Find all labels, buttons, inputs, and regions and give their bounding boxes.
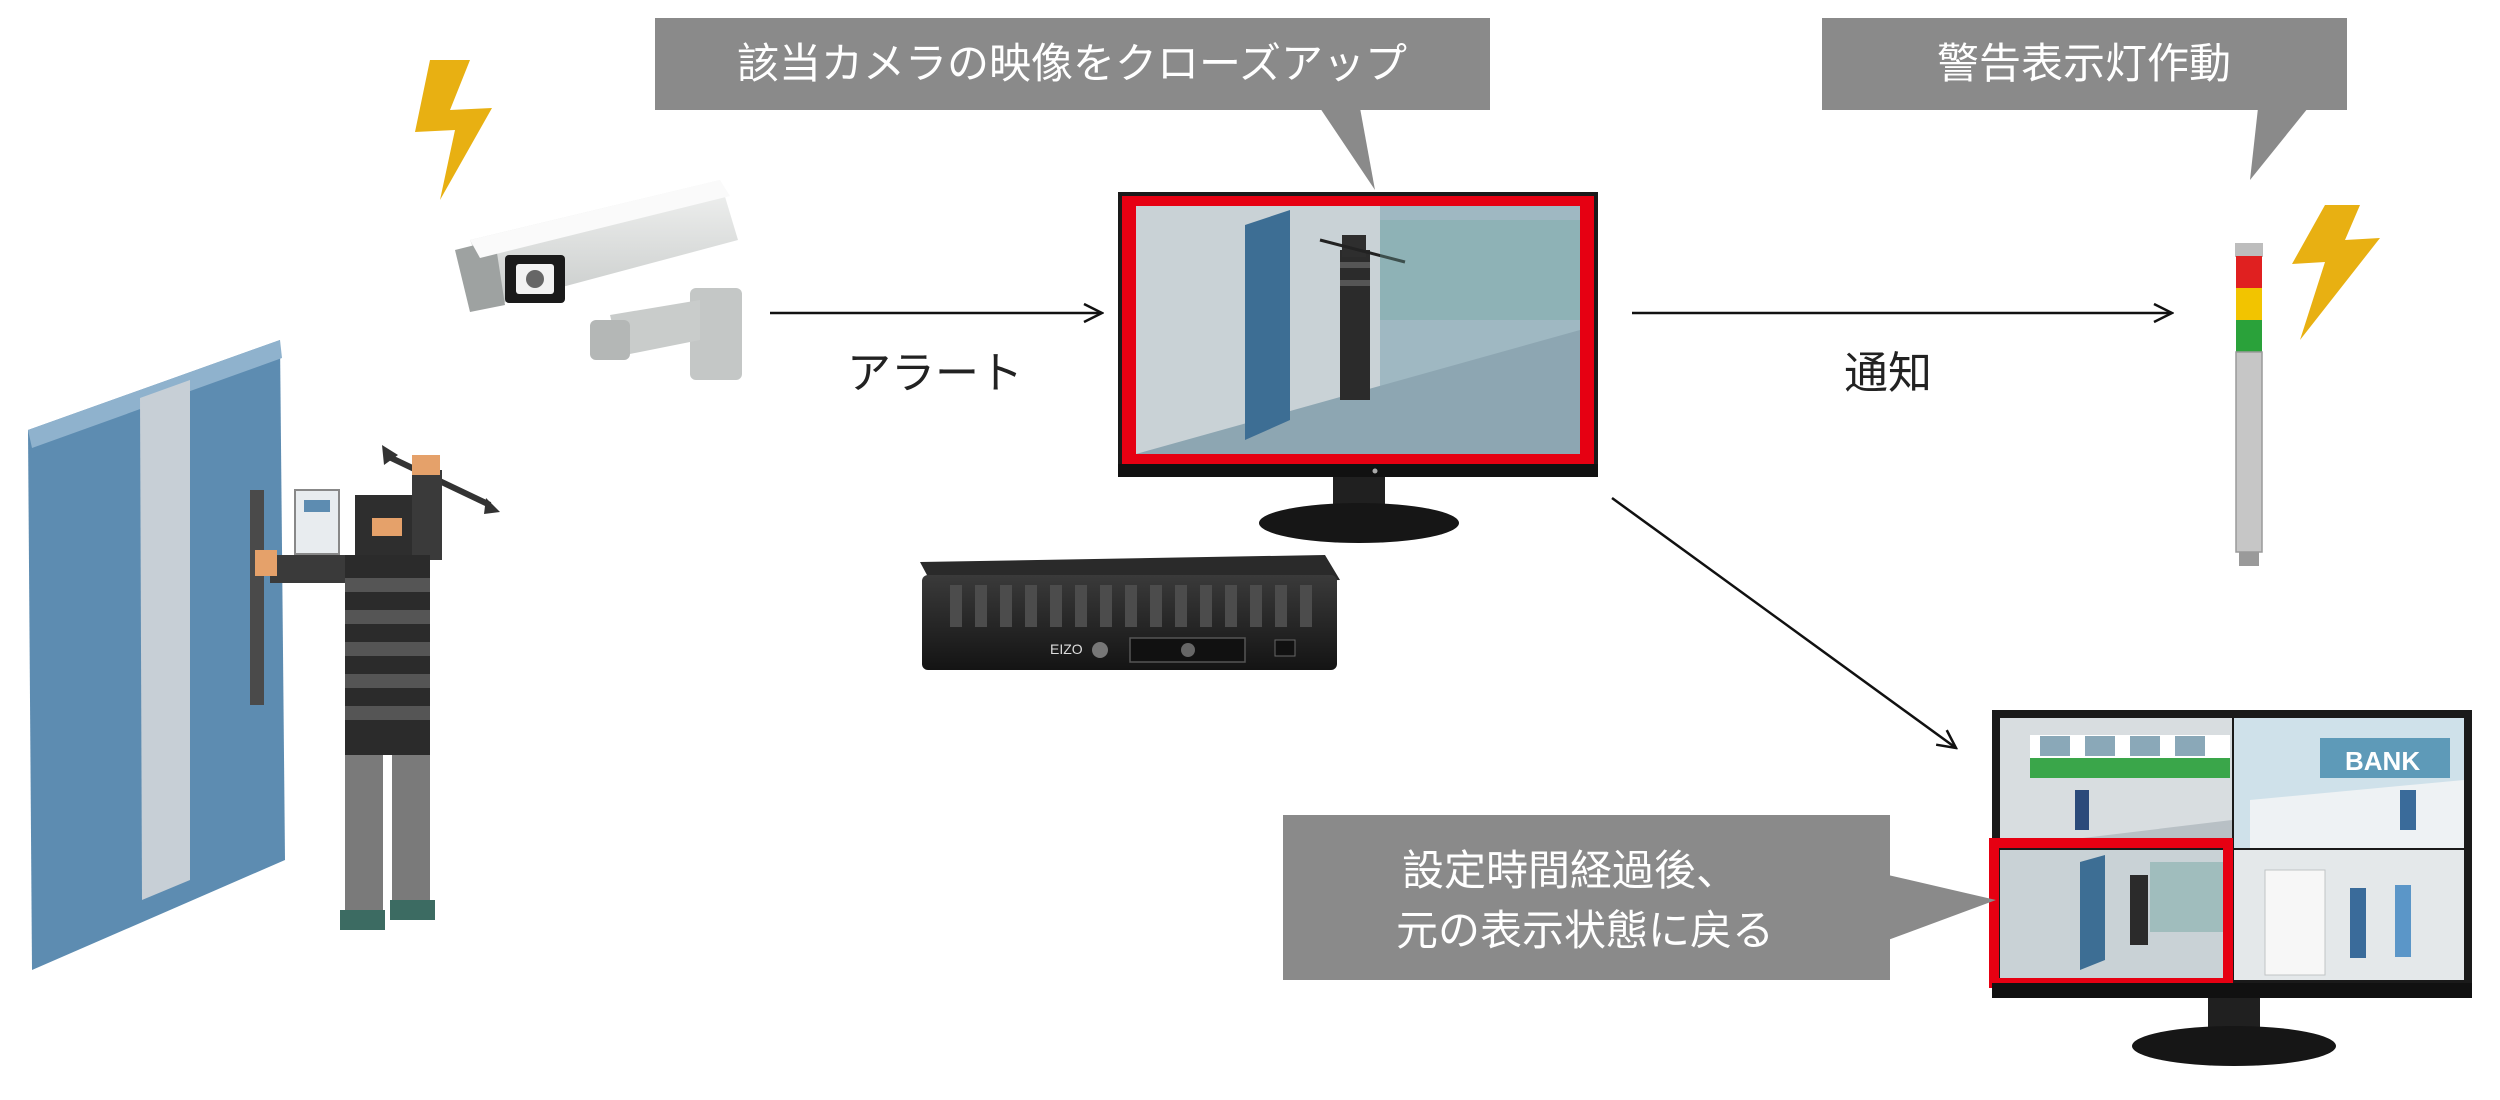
callout-warning-light: 警告表示灯作動 xyxy=(1822,18,2347,180)
lamp-red-segment xyxy=(2236,256,2262,288)
keypad-icon xyxy=(294,489,340,555)
door-handle xyxy=(250,490,264,705)
signal-tower-lamp xyxy=(2235,243,2263,566)
security-camera-icon xyxy=(455,180,742,380)
intruder-figure xyxy=(255,445,500,930)
view-bank-counter: BANK xyxy=(2234,718,2464,848)
bank-sign: BANK xyxy=(2345,746,2420,776)
callout-warning-text: 警告表示灯作動 xyxy=(1937,39,2231,88)
lamp-green-segment xyxy=(2236,320,2262,352)
callout-closeup: 該当カメラの映像をクローズアップ xyxy=(655,18,1490,190)
closeup-camera-view xyxy=(1136,206,1580,454)
lightning-icon-lamp xyxy=(2292,205,2380,340)
callout-closeup-text: 該当カメラの映像をクローズアップ xyxy=(737,39,1407,88)
revert-arrow xyxy=(1611,496,1956,748)
callout-revert-line2: 元の表示状態に戻る xyxy=(1396,906,1774,955)
view-lobby xyxy=(2234,850,2464,980)
main-monitor xyxy=(1118,192,1598,543)
callout-revert-line1: 設定時間経過後、 xyxy=(1402,846,1738,895)
view-train-platform xyxy=(2000,718,2232,848)
lamp-yellow-segment xyxy=(2236,288,2262,320)
notify-label: 通知 xyxy=(1844,348,1932,399)
door-illustration xyxy=(28,340,340,970)
edge-pc-box: EIZO xyxy=(920,555,1340,670)
view-door-closeup xyxy=(2000,850,2232,980)
multiview-monitor: BANK xyxy=(1989,710,2472,1066)
pc-brand-logo: EIZO xyxy=(1050,641,1083,657)
callout-revert: 設定時間経過後、 元の表示状態に戻る xyxy=(1283,815,1996,980)
lightning-icon-camera xyxy=(415,60,492,200)
alert-label: アラート xyxy=(847,348,1023,399)
